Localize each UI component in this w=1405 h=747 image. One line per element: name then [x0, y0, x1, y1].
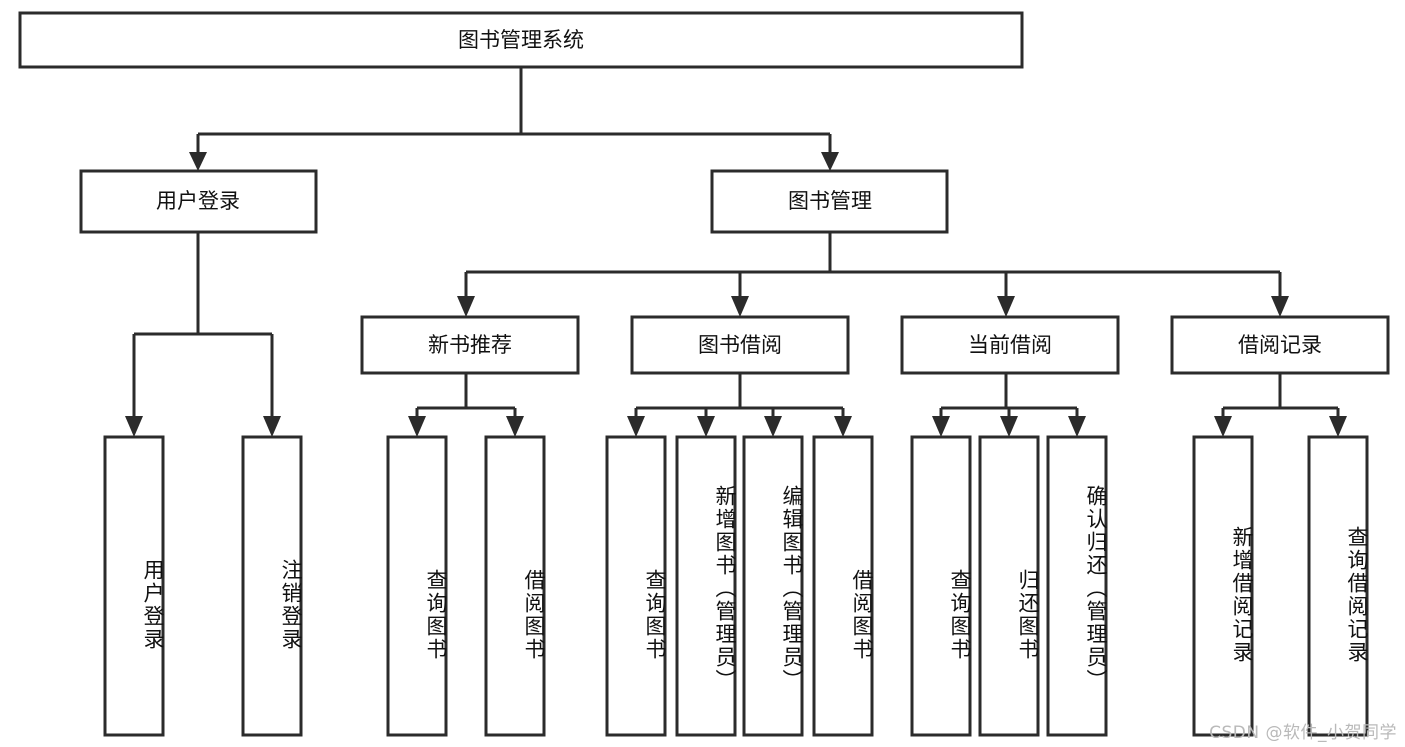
node-leaf-current-borrow-3-box[interactable] [1046, 435, 1108, 737]
node-borrow-record-label: 借阅记录 [1238, 333, 1322, 357]
node-leaf-new-book-1-box[interactable] [386, 435, 448, 737]
arrow-leaf-new-book-1 [408, 416, 426, 437]
node-leaf-book-borrow-4-box[interactable] [812, 435, 874, 737]
node-group: 图书管理系统 用户登录 图书管理 新书推荐 图书借阅 当前借阅 借阅记录 [18, 11, 1390, 737]
csdn-watermark: CSDN @软件_小贺同学 [1209, 723, 1397, 743]
node-book-borrow-box[interactable] [630, 315, 850, 375]
arrow-to-new-book [457, 296, 475, 317]
node-leaf-borrow-record-1-box[interactable] [1192, 435, 1254, 737]
arrow-to-book-borrow [731, 296, 749, 317]
arrow-to-user-login [189, 152, 207, 171]
node-book-manage-box[interactable] [710, 169, 949, 234]
node-new-book-box[interactable] [360, 315, 580, 375]
node-leaf-book-borrow-3-box[interactable] [742, 435, 804, 737]
node-current-borrow-label: 当前借阅 [968, 333, 1052, 357]
node-book-manage-label: 图书管理 [788, 189, 872, 213]
node-leaf-user-login-2-box[interactable] [241, 435, 303, 737]
node-new-book-label: 新书推荐 [428, 333, 512, 357]
arrow-leaf-new-book-2 [506, 416, 524, 437]
node-leaf-current-borrow-1-box[interactable] [910, 435, 972, 737]
arrow-leaf-borrow-record-1 [1214, 416, 1232, 437]
arrow-leaf-current-borrow-1 [932, 416, 950, 437]
node-leaf-new-book-2-box[interactable] [484, 435, 546, 737]
arrow-leaf-current-borrow-3 [1068, 416, 1086, 437]
arrow-leaf-current-borrow-2 [1000, 416, 1018, 437]
arrow-to-book-manage [821, 152, 839, 171]
node-book-borrow-label: 图书借阅 [698, 333, 782, 357]
arrow-to-current-borrow [997, 296, 1015, 317]
node-user-login-label: 用户登录 [156, 189, 240, 213]
arrow-to-borrow-record [1271, 296, 1289, 317]
node-root-label: 图书管理系统 [458, 28, 584, 52]
node-leaf-book-borrow-2-box[interactable] [675, 435, 737, 737]
node-leaf-current-borrow-2-box[interactable] [978, 435, 1040, 737]
arrow-leaf-user-login-1 [125, 416, 143, 437]
connector-group [125, 67, 1347, 437]
node-user-login-box[interactable] [79, 169, 318, 234]
node-leaf-borrow-record-2-box[interactable] [1307, 435, 1369, 737]
arrow-leaf-book-borrow-2 [697, 416, 715, 437]
arrow-leaf-borrow-record-2 [1329, 416, 1347, 437]
arrow-leaf-book-borrow-4 [834, 416, 852, 437]
arrow-leaf-book-borrow-1 [627, 416, 645, 437]
node-borrow-record-box[interactable] [1170, 315, 1390, 375]
arrow-leaf-book-borrow-3 [764, 416, 782, 437]
node-current-borrow-box[interactable] [900, 315, 1120, 375]
node-leaf-book-borrow-1-box[interactable] [605, 435, 667, 737]
arrow-leaf-user-login-2 [263, 416, 281, 437]
node-leaf-user-login-1-box[interactable] [103, 435, 165, 737]
node-root-box[interactable] [18, 11, 1024, 69]
